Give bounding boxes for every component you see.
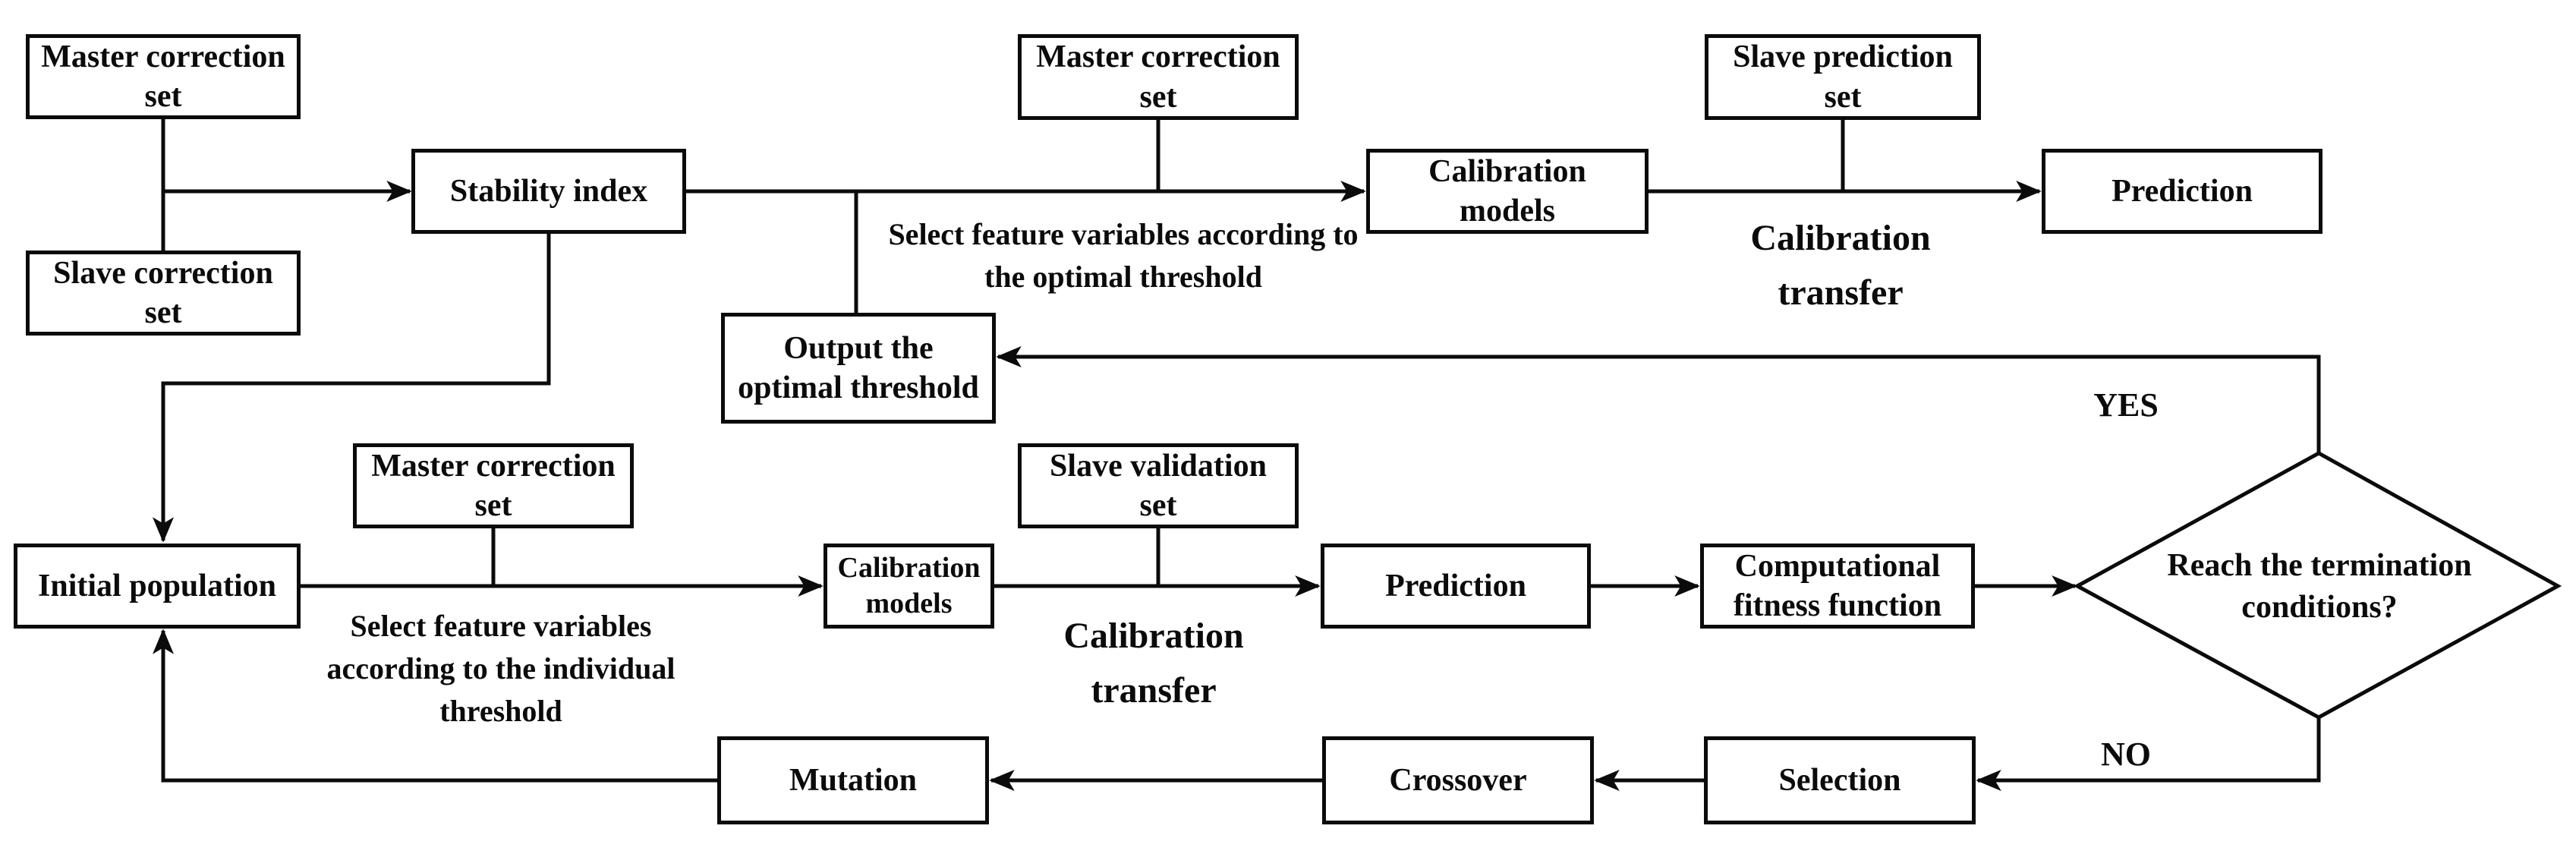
node-master-correction-set-1: Master correction set (26, 34, 301, 119)
node-calibration-models-2: Calibration models (824, 544, 994, 629)
node-master-correction-set-2: Master correction set (1018, 34, 1299, 120)
node-termination-decision-label: Reach the termination conditions? (2167, 547, 2472, 625)
label-no: NO (2101, 736, 2151, 773)
node-initial-population: Initial population (14, 544, 301, 629)
node-prediction-2: Prediction (1321, 544, 1591, 629)
node-selection: Selection (1704, 736, 1976, 824)
node-slave-validation-set: Slave validation set (1018, 443, 1299, 528)
caption-select-individual-threshold: Select feature variables according to th… (326, 609, 675, 728)
caption-select-optimal-threshold: Select feature variables according to th… (888, 217, 1359, 294)
node-calibration-models-1: Calibration models (1366, 149, 1649, 234)
edge-yes-feedback (996, 346, 2321, 453)
edge-stability-to-initial-population (153, 234, 551, 543)
caption-calibration-transfer-2: Calibration transfer (1063, 616, 1244, 711)
caption-calibration-transfer-1: Calibration transfer (1750, 218, 1931, 313)
label-yes: YES (2093, 386, 2159, 424)
node-crossover: Crossover (1322, 736, 1594, 824)
node-slave-prediction-set: Slave prediction set (1705, 34, 1981, 120)
edge-mutation-to-initial-population (153, 629, 717, 783)
node-computational-fitness-function: Computational fitness function (1700, 544, 1975, 629)
node-stability-index: Stability index (411, 149, 686, 234)
node-master-correction-set-3: Master correction set (353, 443, 634, 528)
node-slave-correction-set: Slave correction set (26, 251, 301, 336)
node-mutation: Mutation (717, 736, 989, 824)
node-output-optimal-threshold: Output the optimal threshold (721, 313, 996, 424)
edge-no-to-selection (1976, 717, 2321, 791)
termination-diamond (2073, 451, 2562, 720)
node-prediction-1: Prediction (2042, 149, 2322, 234)
